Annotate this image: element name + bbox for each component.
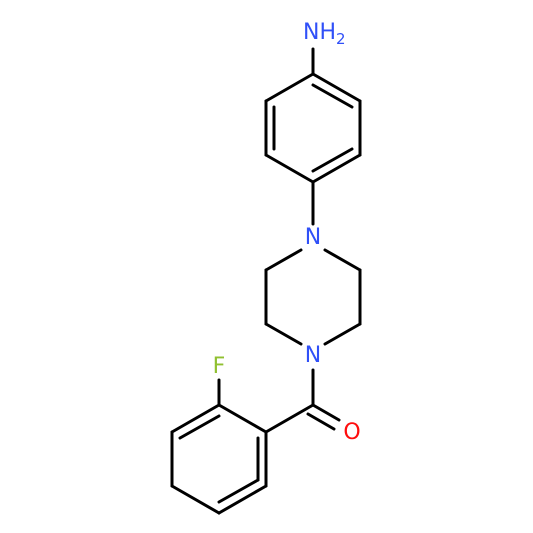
bond-ring1-a (311, 72, 362, 103)
piperazine-nitrogen-bottom-label: N (305, 343, 321, 368)
bond-pip-d (323, 248, 362, 272)
bond-ring2-b (170, 403, 221, 434)
bond-pip-c (264, 322, 303, 346)
atom-label-layer: NH2 N N O F (213, 20, 361, 445)
bond-ring1-c (311, 153, 362, 184)
bond-carbonyl-ring2 (264, 403, 315, 434)
bond-ring2-a (217, 403, 268, 434)
bond-carbonyl-o-1 (311, 403, 341, 422)
bond-ring2-e (217, 484, 268, 515)
piperazine-nitrogen-top-label: N (305, 225, 321, 250)
bond-ring1-f (264, 72, 315, 103)
bond-pip-f (323, 322, 362, 346)
bond-ring2-inner-1 (178, 414, 221, 440)
bond-carbonyl-o-2 (306, 412, 336, 431)
fluorine-label: F (213, 354, 226, 379)
bond-ring1-inner-1 (311, 83, 354, 109)
bond-ring2-inner-2 (217, 478, 260, 504)
bond-ring2-d (170, 484, 221, 515)
bond-pip-a (264, 248, 303, 272)
bond-ring1-inner-2 (311, 147, 354, 173)
carbonyl-oxygen-label: O (343, 420, 360, 445)
bond-layer (170, 47, 362, 515)
amine-label: NH2 (303, 20, 346, 48)
bond-ring1-d (264, 153, 315, 184)
